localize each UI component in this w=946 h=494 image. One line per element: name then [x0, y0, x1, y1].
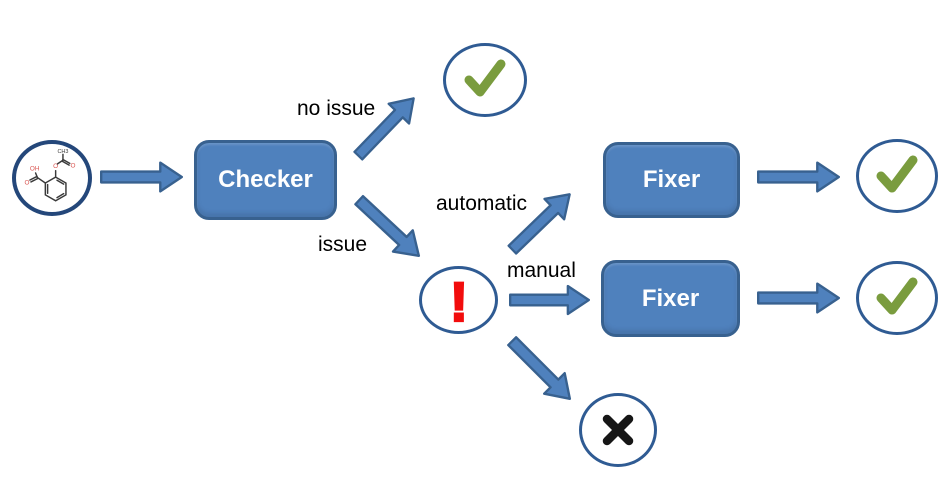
cross-icon [602, 414, 634, 446]
arrow-molecule-to-checker [100, 161, 183, 193]
checkmark-icon [876, 155, 918, 193]
aspirin-structure-image: OH O O O CH3 [24, 149, 75, 202]
outcome-fixed-manual-node [856, 261, 938, 335]
fixer-manual-node: Fixer [601, 260, 740, 337]
exclamation-icon: ! [448, 271, 469, 329]
fixer-manual-label: Fixer [641, 284, 700, 312]
outcome-no-issue-node [443, 43, 527, 117]
atom-label-ch3: CH3 [57, 149, 68, 155]
atom-label-oh: OH [30, 166, 40, 173]
exclamation-glyph: ! [449, 271, 468, 329]
arrow-fixer-automatic-to-check [757, 161, 840, 193]
checkmark-icon [464, 59, 506, 97]
checkmark-icon [876, 277, 918, 315]
fixer-automatic-node: Fixer [603, 142, 740, 218]
atom-label-o-carboxyl: O [24, 179, 29, 186]
atom-label-o-ester: O [53, 163, 58, 170]
edge-label-manual: manual [507, 259, 576, 282]
arrow-fixer-manual-to-check [757, 282, 840, 314]
edge-label-issue: issue [318, 233, 368, 256]
fixer-automatic-label: Fixer [642, 166, 701, 193]
checker-node: Checker [194, 140, 337, 220]
input-molecule-node: OH O O O CH3 [12, 140, 92, 216]
outcome-rejected-node [579, 393, 657, 467]
arrow-issue-to-fixer-manual [509, 284, 590, 316]
edge-label-automatic: automatic [436, 192, 528, 215]
issue-found-node: ! [419, 266, 498, 334]
arrow-issue-to-rejected [500, 329, 582, 411]
outcome-fixed-automatic-node [856, 139, 938, 213]
checker-label: Checker [218, 166, 313, 193]
edge-label-no-issue: no issue [297, 97, 376, 120]
atom-label-o-carbonyl: O [70, 163, 75, 170]
